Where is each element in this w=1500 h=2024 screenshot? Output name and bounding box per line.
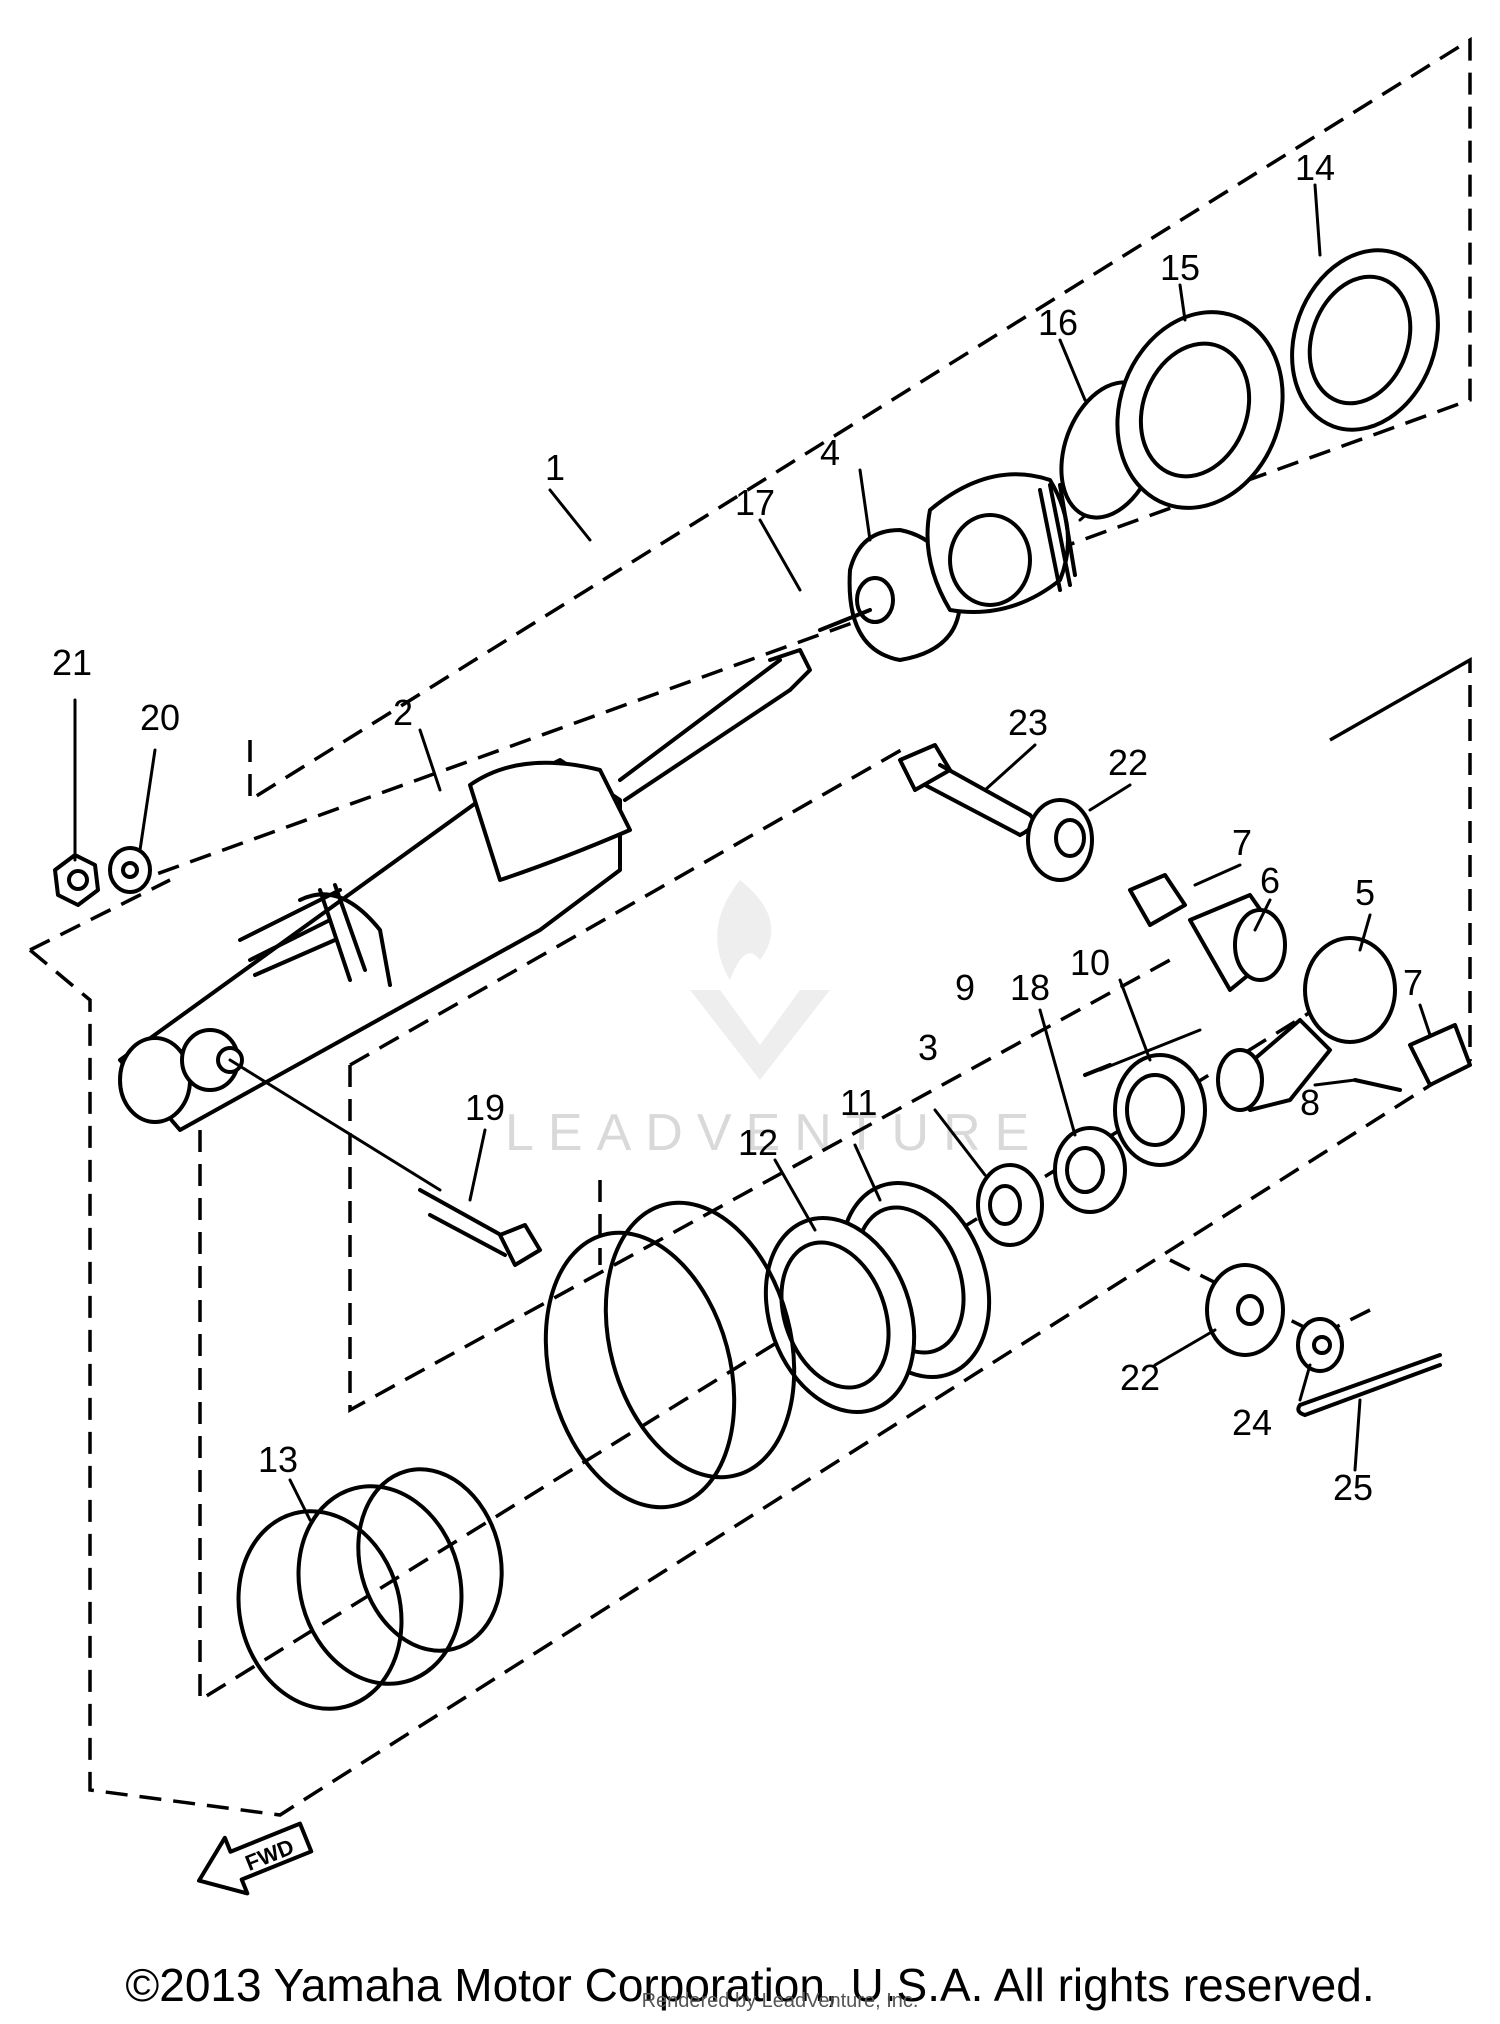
callout-21: 21	[52, 642, 92, 683]
pin	[1353, 1078, 1402, 1092]
bolt	[418, 1188, 542, 1267]
forward-direction-arrow: FWD	[197, 1821, 314, 1896]
callout-3: 3	[918, 1027, 938, 1068]
callout-11: 11	[840, 1082, 877, 1123]
callout-13: 13	[258, 1439, 298, 1480]
callout-5: 5	[1355, 872, 1375, 913]
callout-23: 23	[1008, 702, 1048, 743]
callout-18: 18	[1010, 967, 1050, 1008]
callout-2: 2	[393, 692, 413, 733]
copyright-notice: ©2013 Yamaha Motor Corporation, U.S.A. A…	[125, 1959, 1375, 2011]
callout-8: 8	[1300, 1082, 1320, 1123]
callout-4: 4	[820, 432, 840, 473]
callout-7-lower: 7	[1403, 962, 1423, 1003]
bearing	[976, 1163, 1044, 1247]
callout-25: 25	[1333, 1467, 1373, 1508]
bolt-axis-line	[228, 1058, 442, 1192]
coil-spring	[236, 1467, 504, 1711]
shock-absorber-body	[118, 648, 812, 1132]
bushing-upper	[1128, 873, 1187, 927]
washer	[108, 846, 152, 894]
assembly-outline-upper	[139, 36, 1472, 882]
callout-15: 15	[1160, 247, 1200, 288]
assembly-outline-main	[28, 656, 1472, 1817]
adjuster-nut	[1113, 1053, 1207, 1167]
thrust-washer-upper	[1026, 798, 1094, 882]
lock-nut	[1053, 1126, 1127, 1214]
watermark-text: LEADVENTURE	[505, 1104, 1043, 1162]
spring-seat-threaded	[925, 438, 1177, 614]
callout-16: 16	[1038, 302, 1078, 343]
callout-20: 20	[140, 697, 180, 738]
callout-24: 24	[1232, 1402, 1272, 1443]
callout-6: 6	[1260, 860, 1280, 901]
callout-19: 19	[465, 1087, 505, 1128]
callout-14: 14	[1295, 147, 1335, 188]
dust-seal	[1115, 310, 1285, 510]
ring-nut-lower	[763, 1216, 917, 1414]
leader-lines	[73, 183, 1432, 1522]
thrust-washer-lower	[1205, 1263, 1285, 1357]
through-bolt	[898, 743, 1036, 837]
callout-7-upper: 7	[1232, 822, 1252, 863]
bushing-lower	[1408, 1023, 1472, 1087]
nut	[53, 853, 100, 907]
cover-ring	[1290, 248, 1440, 432]
spring-inner	[543, 1200, 797, 1510]
callout-9: 9	[955, 967, 975, 1008]
callout-22-upper: 22	[1108, 742, 1148, 783]
collar	[1188, 893, 1287, 992]
cotter-pin	[1296, 1353, 1442, 1417]
callout-17: 17	[735, 482, 775, 523]
plain-washer	[1296, 1317, 1344, 1373]
watermark-logo	[690, 880, 830, 1080]
callout-22-lower: 22	[1120, 1357, 1160, 1398]
callout-10: 10	[1070, 942, 1110, 983]
callout-12: 12	[738, 1122, 778, 1163]
render-credit: Rendered by LeadVenture, Inc.	[641, 1990, 919, 2012]
assembly-outline-inner	[198, 743, 1331, 1704]
joint-eye	[1216, 936, 1397, 1112]
callout-1: 1	[545, 447, 565, 488]
